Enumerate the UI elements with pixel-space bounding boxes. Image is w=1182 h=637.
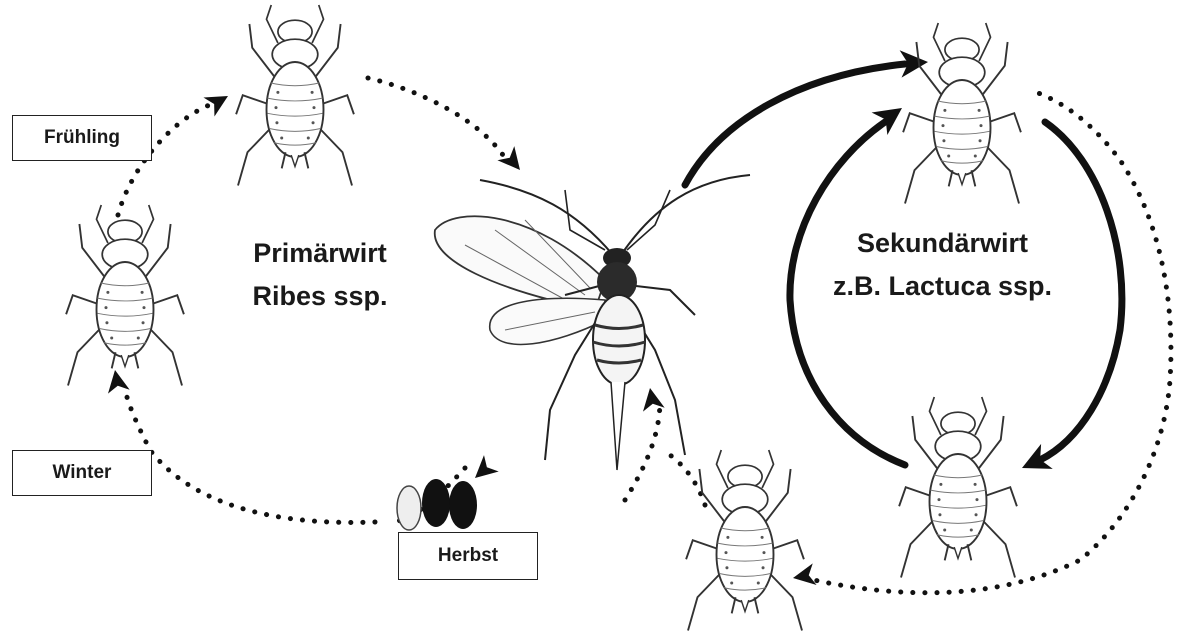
winter-label: Winter <box>12 450 152 496</box>
secondary-host-name: Sekundärwirt <box>815 222 1070 265</box>
secondary-host-species: z.B. Lactuca ssp. <box>815 265 1070 308</box>
spring-label: Frühling <box>12 115 152 161</box>
aphid-nymph-icon <box>899 397 1017 578</box>
aphid-nymph-icon <box>66 205 184 386</box>
aphid-egg-icon <box>397 479 477 530</box>
autumn-label: Herbst <box>398 532 538 580</box>
secondary-host-label: Sekundärwirt z.B. Lactuca ssp. <box>815 222 1070 308</box>
winged-aphid-icon <box>435 175 750 470</box>
aphid-nymph-icon <box>903 23 1021 204</box>
primary-host-species: Ribes ssp. <box>220 275 420 318</box>
aphid-nymph-icon <box>236 5 354 186</box>
aphid-nymph-icon <box>686 450 804 631</box>
primary-host-label: Primärwirt Ribes ssp. <box>220 232 420 318</box>
primary-host-name: Primärwirt <box>220 232 420 275</box>
